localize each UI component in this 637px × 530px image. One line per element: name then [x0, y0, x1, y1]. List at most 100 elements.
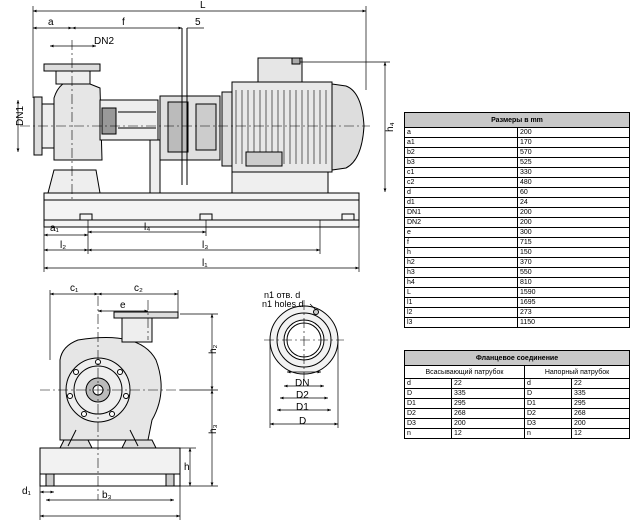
- suction-header: Всасывающий патрубок: [404, 365, 525, 379]
- dimension-key: h: [404, 247, 518, 258]
- label-DN2: DN2: [94, 36, 114, 47]
- discharge-key: D: [524, 388, 572, 399]
- discharge-key: d: [524, 378, 572, 389]
- dimension-key: a: [404, 127, 518, 138]
- dimension-key: DN1: [404, 207, 518, 218]
- dimension-value: 330: [517, 167, 630, 178]
- dimension-key: d1: [404, 197, 518, 208]
- label-a1: a₁: [50, 223, 60, 234]
- label-D2: D2: [296, 390, 309, 401]
- dimension-value: 480: [517, 177, 630, 188]
- suction-key: n: [404, 428, 452, 439]
- discharge-key: D2: [524, 408, 572, 419]
- label-l2: l₂: [60, 240, 66, 251]
- flange-dimensions: [269, 303, 339, 428]
- dimension-key: h3: [404, 267, 518, 278]
- dimension-value: 370: [517, 257, 630, 268]
- label-D: D: [299, 416, 306, 427]
- suction-value: 12: [451, 428, 525, 439]
- dimension-key: a1: [404, 137, 518, 148]
- flange-table: Фланцевое соединение Всасывающий патрубо…: [404, 350, 630, 439]
- label-D1: D1: [296, 402, 309, 413]
- flange-table-title: Фланцевое соединение: [404, 350, 630, 366]
- dimension-value: 715: [517, 237, 630, 248]
- label-DN1: DN1: [15, 106, 26, 126]
- dimension-key: d: [404, 187, 518, 198]
- discharge-key: D1: [524, 398, 572, 409]
- label-d1: d₁: [22, 486, 32, 497]
- suction-value: 200: [451, 418, 525, 429]
- flange-view: [264, 300, 344, 380]
- dimension-key: f: [404, 237, 518, 248]
- dimension-value: 525: [517, 157, 630, 168]
- dimension-value: 1695: [517, 297, 630, 308]
- label-f: f: [122, 17, 125, 28]
- dimension-key: DN2: [404, 217, 518, 228]
- label-a: a: [48, 17, 54, 28]
- dimension-value: 1590: [517, 287, 630, 298]
- dimension-value: 550: [517, 267, 630, 278]
- dimension-value: 300: [517, 227, 630, 238]
- dimension-key: l3: [404, 317, 518, 328]
- dimension-value: 273: [517, 307, 630, 318]
- suction-key: d: [404, 378, 452, 389]
- dimension-key: b2: [404, 147, 518, 158]
- discharge-key: n: [524, 428, 572, 439]
- label-DN: DN: [295, 378, 309, 389]
- dimension-value: 1150: [517, 317, 630, 328]
- dimension-key: b3: [404, 157, 518, 168]
- suction-key: D2: [404, 408, 452, 419]
- discharge-value: 22: [571, 378, 630, 389]
- suction-key: D3: [404, 418, 452, 429]
- label-l1: l₁: [202, 258, 208, 269]
- front-view: [39, 296, 181, 500]
- label-h2: h₂: [208, 344, 219, 354]
- suction-key: D: [404, 388, 452, 399]
- dimension-value: 570: [517, 147, 630, 158]
- label-c2: c₂: [134, 283, 143, 294]
- front-view-dimensions: [39, 290, 218, 520]
- label-l3: l₃: [202, 240, 208, 251]
- dimension-key: l2: [404, 307, 518, 318]
- dimension-value: 170: [517, 137, 630, 148]
- side-view-dimensions: [16, 6, 390, 272]
- dimension-key: h2: [404, 257, 518, 268]
- dimension-value: 24: [517, 197, 630, 208]
- label-h: h: [184, 462, 190, 473]
- label-l4: l₄: [144, 222, 150, 233]
- discharge-key: D3: [524, 418, 572, 429]
- suction-value: 295: [451, 398, 525, 409]
- suction-value: 335: [451, 388, 525, 399]
- dimension-value: 200: [517, 127, 630, 138]
- discharge-value: 295: [571, 398, 630, 409]
- dimension-key: c1: [404, 167, 518, 178]
- suction-value: 22: [451, 378, 525, 389]
- label-L: L: [200, 0, 206, 11]
- dimension-key: L: [404, 287, 518, 298]
- label-n1-en: n1 holes d: [262, 299, 304, 309]
- dimension-key: c2: [404, 177, 518, 188]
- discharge-value: 12: [571, 428, 630, 439]
